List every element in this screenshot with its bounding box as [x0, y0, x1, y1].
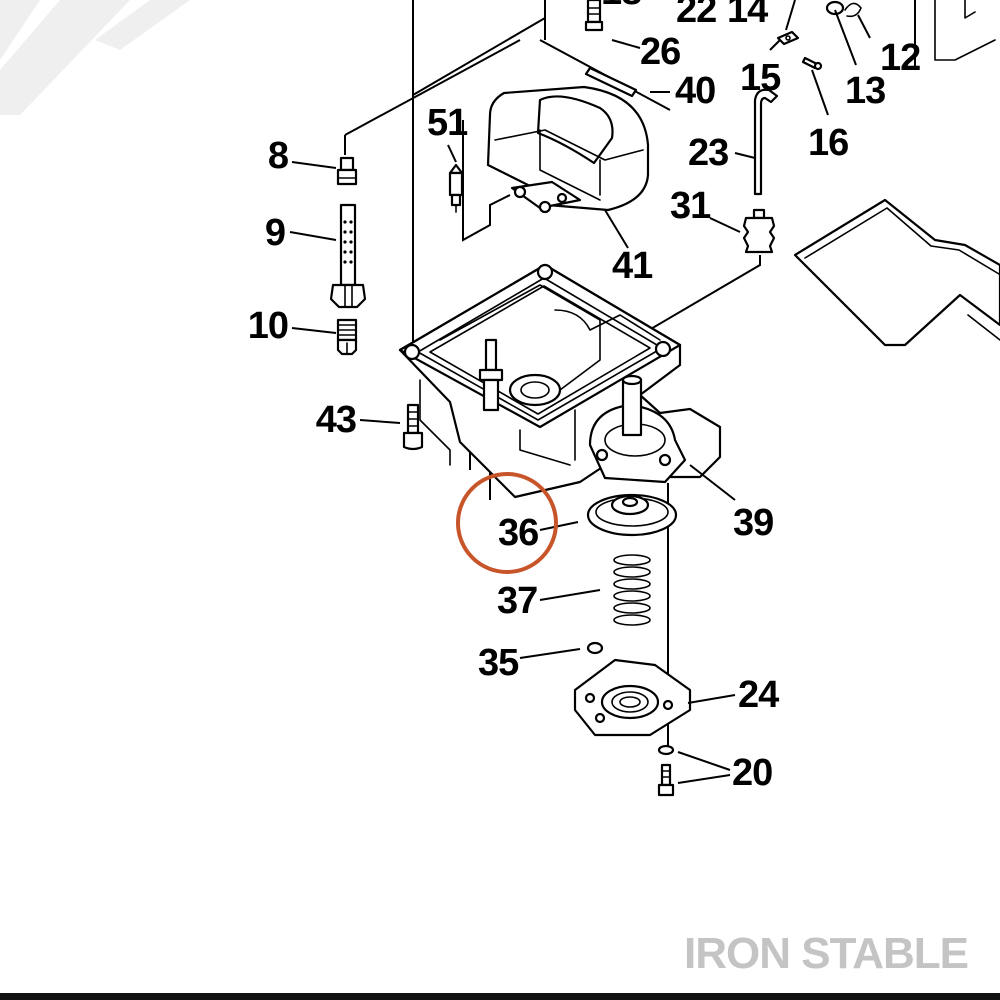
part-10-jet [336, 318, 358, 356]
callout-20: 20 [732, 752, 772, 794]
part-37-spring [613, 554, 651, 626]
part-31-boot [742, 208, 776, 254]
callout-14: 14 [727, 0, 768, 31]
callout-51: 51 [427, 102, 468, 144]
watermark-stripes [0, 0, 190, 115]
bottom-border [0, 993, 1000, 1000]
part-24-cover [573, 658, 692, 737]
callout-labels: 8 9 10 43 51 41 26 40 22 14 18 15 12 13 … [248, 0, 922, 794]
part-51-needle-valve [448, 163, 464, 213]
part-43-screw [402, 403, 424, 451]
callout-39: 39 [733, 502, 773, 544]
part-top-right-housing [934, 0, 996, 61]
part-23-tube [753, 88, 779, 196]
callout-10: 10 [248, 305, 288, 347]
callout-23: 23 [688, 132, 728, 174]
part-36-diaphragm [586, 493, 678, 537]
watermark-text: IRON STABLE [684, 929, 968, 978]
callout-18: 18 [601, 0, 641, 13]
callout-9: 9 [265, 212, 285, 254]
part-gasket [793, 198, 1000, 347]
leader-lines [344, 0, 916, 755]
callout-35: 35 [478, 642, 519, 684]
part-20-screw [657, 744, 675, 797]
part-float-bowl [398, 263, 722, 499]
callout-22: 22 [676, 0, 716, 31]
part-35-oring [586, 641, 604, 655]
callout-26: 26 [640, 31, 680, 73]
callout-40: 40 [675, 70, 715, 112]
callout-leaders [289, 0, 871, 784]
highlight-circle-part-36 [456, 472, 558, 574]
part-8-jet [336, 156, 358, 186]
callout-8: 8 [268, 135, 288, 177]
callout-43: 43 [316, 399, 356, 441]
callout-13: 13 [845, 70, 885, 112]
callout-24: 24 [738, 674, 779, 716]
part-18-jet [584, 0, 604, 32]
callout-31: 31 [670, 185, 711, 227]
part-12-13-clips [776, 0, 862, 71]
callout-41: 41 [612, 245, 653, 287]
callout-16: 16 [808, 122, 848, 164]
callout-15: 15 [740, 57, 781, 99]
callout-36: 36 [498, 512, 538, 554]
part-9-emulsion-tube [329, 203, 367, 309]
part-40-pin [584, 66, 638, 98]
callout-37: 37 [497, 580, 537, 622]
part-41-float [486, 85, 650, 214]
callout-12: 12 [880, 37, 920, 79]
